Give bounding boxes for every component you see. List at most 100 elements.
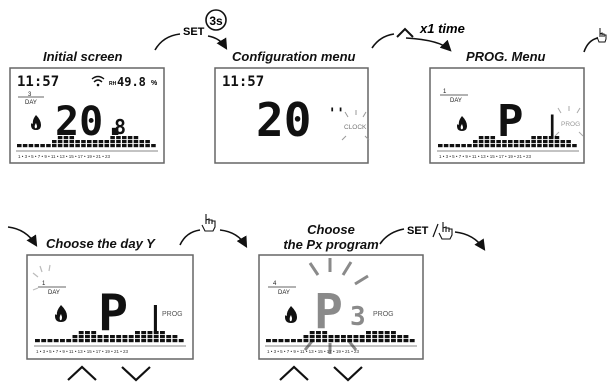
timeline-segment: [153, 339, 159, 343]
timeline-segment: [543, 136, 548, 140]
timeline-segment: [397, 339, 403, 343]
timeline-segment: [75, 144, 80, 148]
label-initial-screen: Initial screen: [43, 49, 123, 64]
timeline-segment: [461, 144, 466, 148]
timeline-segment: [560, 144, 566, 148]
timeline-segment: [92, 144, 98, 148]
timeline-segment: [378, 335, 384, 339]
timeline-segment: [160, 335, 165, 339]
timeline-segment: [141, 331, 147, 335]
timeline-segment: [508, 144, 513, 148]
timeline-segment: [110, 339, 115, 343]
timeline-segment: [122, 335, 128, 339]
timeline-segment: [178, 339, 184, 343]
timeline-segment: [391, 331, 396, 335]
timeline-segment: [309, 331, 315, 335]
label-choose-px-line1: Choose: [307, 222, 355, 237]
timeline-segment: [443, 144, 449, 148]
timeline-segment: [291, 339, 296, 343]
up-arrow-icon[interactable]: [67, 365, 97, 381]
timeline-segment: [372, 335, 378, 339]
arrow-set-left: [154, 33, 181, 51]
timeline-segment: [110, 335, 115, 339]
timeline-segment: [508, 140, 513, 144]
three-seconds-badge: [205, 9, 227, 31]
timeline-segment: [91, 335, 97, 339]
prog-label: PROG: [561, 121, 580, 128]
timeline-segment: [341, 335, 346, 339]
timeline-segment: [127, 136, 133, 140]
timeline-segment: [548, 140, 554, 144]
down-arrow-icon[interactable]: [333, 366, 363, 382]
timeline-segment: [133, 144, 139, 148]
timeline-ticks: 1 • 3 • 5 • 7 • 9 • 11 • 13 • 15 • 17 • …: [36, 349, 129, 354]
timeline-segment: [502, 144, 507, 148]
timeline-segment: [104, 144, 110, 148]
timeline-segment: [309, 339, 315, 343]
timeline-segment: [87, 144, 92, 148]
timeline-segment: [478, 144, 484, 148]
timeline-segment: [341, 339, 346, 343]
up-arrow-icon[interactable]: [279, 365, 309, 381]
timeline-segment: [69, 140, 75, 144]
timeline-segment: [554, 136, 560, 140]
config-value: 20: [256, 93, 311, 147]
timeline-segment: [473, 144, 478, 148]
prog-blink-rays: [554, 106, 584, 137]
timeline-segment: [543, 144, 548, 148]
timeline-segment: [478, 140, 484, 144]
timeline-segment: [531, 140, 536, 144]
timeline-segment: [17, 144, 22, 148]
timeline-segment: [359, 339, 365, 343]
arrow-entry-row2: [7, 226, 38, 247]
timeline-segment: [403, 339, 409, 343]
timeline-segment: [81, 140, 86, 144]
timeline-segment: [116, 339, 122, 343]
timeline-segment: [63, 144, 69, 148]
timeline-segment: [35, 339, 40, 343]
clock-time: 11:57: [17, 74, 59, 90]
timeline-segment: [127, 140, 133, 144]
timeline-segment: [566, 140, 571, 144]
arrow-up-right: [405, 37, 452, 52]
timeline-segment: [166, 339, 172, 343]
day-word: DAY: [25, 100, 37, 106]
screen-prog-menu: 1 DAY P | PROG 1 • 3 • 5 • 7 • 9 • 11 • …: [429, 67, 585, 164]
timeline-segment: [116, 136, 121, 140]
timeline-segment: [502, 140, 507, 144]
temperature-decimal: 8: [114, 115, 126, 139]
choose-day-number: 1: [42, 281, 46, 287]
label-prog-menu: PROG. Menu: [466, 49, 546, 64]
screen-configuration: 11:57 20 '' CLOCK: [214, 67, 370, 164]
timeline-segment: [490, 136, 496, 140]
down-arrow-icon[interactable]: [121, 366, 151, 382]
timeline-segment: [133, 140, 139, 144]
timeline-segment: [484, 136, 490, 140]
timeline-segment: [28, 144, 34, 148]
timeline-segment: [153, 335, 159, 339]
timeline-segment: [78, 335, 84, 339]
timeline-segment: [303, 339, 309, 343]
timeline-segment: [69, 136, 75, 140]
timeline-segment: [110, 136, 115, 140]
timeline-segment: [519, 140, 525, 144]
humidity-prefix: RH: [109, 81, 117, 87]
timeline-segment: [372, 331, 378, 335]
timeline-segment: [57, 136, 63, 140]
prog-day-word: DAY: [450, 98, 462, 104]
flame-icon: [285, 306, 297, 323]
timeline-ticks: 1 • 3 • 5 • 7 • 9 • 11 • 13 • 15 • 17 • …: [439, 154, 532, 159]
timeline-bars: [438, 136, 577, 148]
timeline-segment: [128, 339, 134, 343]
timeline-segment: [85, 331, 90, 335]
timeline-segment: [391, 335, 396, 339]
timeline-segment: [353, 335, 359, 339]
flame-icon: [55, 305, 67, 322]
timeline-segment: [66, 339, 72, 343]
timeline-segment: [122, 339, 128, 343]
hand-pointer-icon: [201, 214, 216, 232]
timeline-segment: [525, 140, 531, 144]
timeline-bars: [266, 331, 415, 343]
timeline-segment: [78, 339, 84, 343]
humidity-value: 49.8: [117, 75, 146, 89]
